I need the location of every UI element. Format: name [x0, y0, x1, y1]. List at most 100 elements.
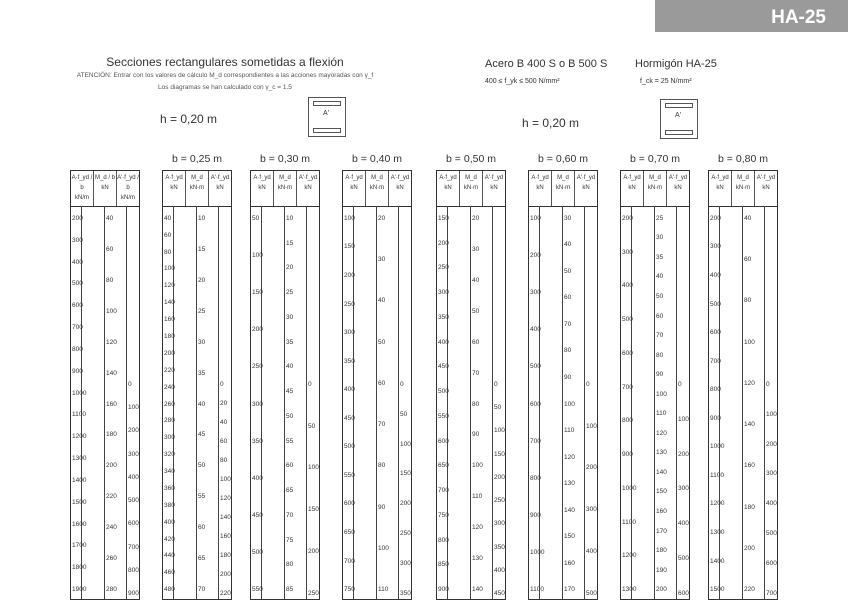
scale-tick-label: 1500	[710, 586, 725, 594]
scale-tick-label: 250	[252, 363, 263, 371]
scale-tick-label: 900	[72, 367, 83, 375]
scale-tick-label: 650	[344, 529, 355, 537]
scale-tick-label: 140	[220, 513, 231, 521]
scale-tick-label: 550	[438, 412, 449, 420]
scale-tick-label: 110	[472, 493, 483, 501]
scale-tick-label: 100	[400, 440, 411, 448]
scale-tick-label: 450	[438, 363, 449, 371]
scale-tick-label: 300	[128, 450, 139, 458]
scale-tick-label: 75	[286, 536, 294, 544]
scale-tick-label: 20	[472, 214, 480, 222]
scale-tick-label: 440	[164, 552, 175, 560]
scale-tick-label: 80	[378, 462, 386, 470]
scale-tick-label: 400	[252, 474, 263, 482]
scale-tick-label: 250	[438, 264, 449, 272]
scale-tick-label: 50	[564, 267, 572, 275]
scale-tick-label: 200	[586, 464, 597, 472]
scale-tick-label: 200	[344, 271, 355, 279]
width-label: b = 0,70 m	[630, 153, 680, 165]
scale-tick-label: 400	[438, 338, 449, 346]
scale-tick-label: 60	[286, 462, 294, 470]
scale-tick-label: 0	[400, 380, 404, 388]
attention-note: ATENCIÓN: Entrar con los valores de cálc…	[76, 72, 374, 79]
scale-tick-label: 160	[564, 559, 575, 567]
scale-tick-label: 400	[128, 473, 139, 481]
scale-tick-label: 120	[164, 282, 175, 290]
scale-tick-label: 300	[678, 485, 689, 493]
scale-tick-label: 120	[656, 429, 667, 437]
scale-tick-label: 55	[198, 493, 206, 501]
scale-tick-label: 130	[656, 449, 667, 457]
scale-tick-label: 40	[564, 241, 572, 249]
scale-tick-label: 110	[564, 427, 575, 435]
scale-tick-label: 70	[378, 421, 386, 429]
scale-tick-label: 300	[586, 506, 597, 514]
width-label: b = 0,40 m	[352, 153, 402, 165]
scale-tick-label: 25	[198, 307, 206, 315]
scale-tick-label: 300	[710, 243, 721, 251]
scale-tick-label: 200	[656, 586, 667, 594]
scale-axis	[584, 206, 585, 599]
scale-tick-label: 800	[530, 474, 541, 482]
scale-tick-label: 90	[656, 371, 664, 379]
scale-tick-label: 100	[472, 462, 483, 470]
scale-tick-label: 600	[678, 590, 689, 598]
scale-axis	[631, 206, 632, 599]
scale-axis	[742, 206, 743, 599]
scale-tick-label: 180	[164, 332, 175, 340]
left-h-label: h = 0,20 m	[160, 112, 218, 126]
scale-tick-label: 200	[766, 440, 777, 448]
width-label: b = 0,60 m	[538, 153, 588, 165]
scale-tick-label: 140	[472, 586, 483, 594]
left-title: Secciones rectangulares sometidas a flex…	[106, 55, 344, 69]
scale-tick-label: 0	[766, 380, 770, 388]
scale-tick-label: 1800	[72, 564, 87, 572]
scale-axis	[562, 206, 563, 599]
scale-tick-label: 200	[710, 214, 721, 222]
scale-tick-label: 200	[128, 427, 139, 435]
scale-tick-label: 400	[530, 326, 541, 334]
scale-tick-label: 1000	[622, 484, 637, 492]
scale-tick-label: 40	[164, 214, 172, 222]
scale-tick-label: 100	[308, 464, 319, 472]
scale-tick-label: 100	[744, 338, 755, 346]
scale-tick-label: 25	[656, 214, 664, 222]
scale-tick-label: 280	[164, 417, 175, 425]
scale-tick-label: 400	[678, 520, 689, 528]
scale-tick-label: 100	[656, 390, 667, 398]
scale-tick-label: 160	[744, 462, 755, 470]
concrete-label: Hormigón HA-25	[635, 58, 717, 70]
scale-tick-label: 10	[198, 214, 206, 222]
scale-tick-label: 20	[378, 214, 386, 222]
scale-tick-label: 600	[766, 560, 777, 568]
section-diagram-right: A'	[660, 99, 698, 139]
scale-tick-label: 80	[164, 248, 172, 256]
scale-axis	[719, 206, 720, 599]
scale-tick-label: 150	[308, 506, 319, 514]
scale-tick-label: 140	[106, 369, 117, 377]
scale-tick-label: 40	[378, 297, 386, 305]
scale-tick-label: 90	[472, 431, 480, 439]
scale-tick-label: 25	[286, 289, 294, 297]
scale-tick-label: 200	[622, 214, 633, 222]
scale-tick-label: 20	[286, 264, 294, 272]
scale-tick-label: 65	[198, 555, 206, 563]
width-label: b = 0,80 m	[718, 153, 768, 165]
scale-tick-label: 180	[106, 431, 117, 439]
scale-tick-label: 50	[308, 422, 316, 430]
scale-tick-label: 200	[308, 548, 319, 556]
scale-axis	[676, 206, 677, 599]
scale-tick-label: 900	[710, 414, 721, 422]
scale-tick-label: 100	[586, 422, 597, 430]
scale-tick-label: 1200	[72, 433, 87, 441]
scale-tick-label: 320	[164, 451, 175, 459]
scale-tick-label: 1300	[622, 586, 637, 594]
scale-tick-label: 400	[344, 386, 355, 394]
scale-tick-label: 180	[220, 552, 231, 560]
